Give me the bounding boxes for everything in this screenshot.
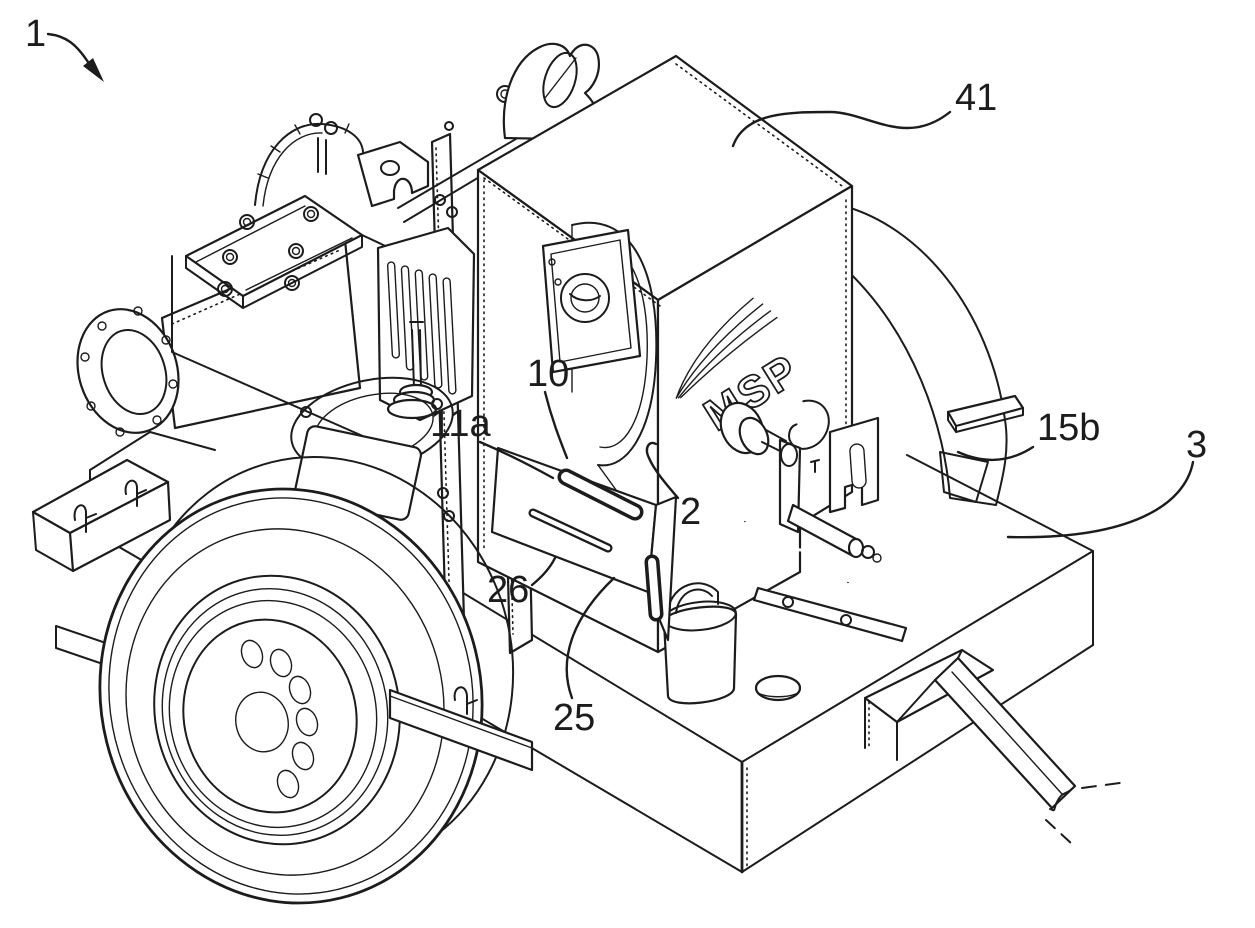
cover-access-panel [541, 228, 642, 374]
canister [662, 582, 738, 705]
leader-line-26 [530, 556, 557, 587]
pump-casing [76, 113, 429, 438]
label-25: 25 [553, 576, 616, 739]
reference-labels: 1 41 10 11a 2 15b 3 26 [25, 13, 1207, 739]
tow-drawbar [863, 648, 1121, 845]
ref-label-15b: 15b [1037, 407, 1100, 449]
label-11a: 11a [430, 403, 555, 480]
ref-label-10: 10 [527, 353, 569, 395]
ref-label-1: 1 [25, 13, 46, 55]
flange-bolt-holes [80, 306, 178, 437]
label-26: 26 [487, 556, 557, 611]
label-41: 41 [731, 77, 997, 148]
rear-wheel [837, 204, 1008, 506]
throttle-rod [752, 586, 908, 643]
wheel-rim [153, 574, 401, 846]
leader-line-15b [956, 445, 1035, 462]
wheel-hub [182, 618, 358, 814]
front-wheel [98, 456, 515, 905]
ref-label-2: 2 [680, 491, 701, 533]
label-15b: 15b [956, 407, 1100, 462]
support-bracket-15b [946, 394, 1025, 433]
crank-handle[interactable] [713, 396, 865, 583]
vent-slots [386, 261, 457, 395]
hook-plate [388, 686, 534, 772]
ref-label-26: 26 [487, 569, 529, 611]
deck-items [31, 446, 908, 705]
hub-holes [240, 639, 319, 799]
angle-bracket-left [31, 458, 172, 573]
ref-label-25: 25 [553, 697, 595, 739]
label-2: 2 [645, 441, 701, 533]
label-10: 10 [527, 353, 569, 460]
label-1: 1 [25, 13, 104, 82]
ref-label-3: 3 [1186, 424, 1207, 466]
logo-swirl-icon [788, 399, 830, 450]
leader-line-41 [731, 110, 952, 148]
suction-flange [76, 308, 180, 434]
leader-line-1 [46, 32, 90, 64]
filler-plug [754, 674, 802, 702]
label-3: 3 [1006, 424, 1207, 539]
leader-line-3 [1006, 460, 1195, 539]
slotted-bracket [490, 446, 678, 642]
ref-label-11a: 11a [430, 403, 491, 445]
leader-arrowhead-1 [83, 58, 104, 82]
cover-side-bracket [828, 416, 880, 514]
panel-latch [560, 273, 610, 323]
leader-line-11a [478, 440, 555, 480]
plate-bolts [217, 206, 319, 297]
ref-label-41: 41 [955, 77, 997, 119]
leader-line-2 [645, 441, 680, 500]
logo-swoosh-icon [675, 297, 778, 399]
leader-line-10 [543, 390, 569, 460]
leader-line-25 [565, 576, 616, 700]
